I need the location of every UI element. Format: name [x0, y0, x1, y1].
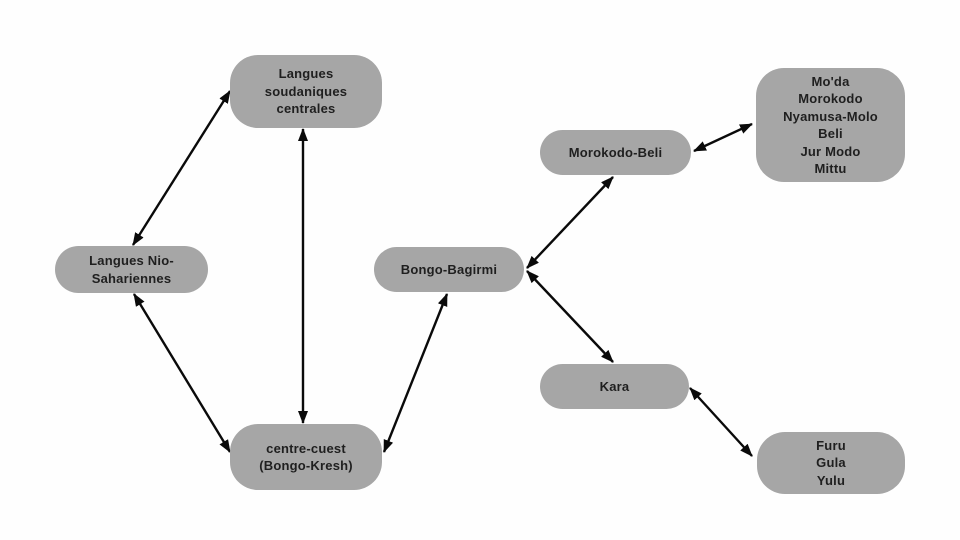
node-centre-cuest-bongo-kresh: centre-cuest (Bongo-Kresh)	[230, 424, 382, 490]
node-langues-nio-sahariennes: Langues Nio- Sahariennes	[55, 246, 208, 293]
node-label-line: Mittu	[814, 161, 847, 176]
edge-nio-sahariennes--soudaniques-centrales	[131, 90, 232, 246]
edge-centre-cuest--bongo-bagirmi	[382, 293, 449, 453]
node-label-line: Langues Nio-	[89, 253, 174, 268]
node-label-line: Gula	[816, 455, 846, 471]
node-label-line: Furu	[816, 437, 846, 453]
edge-nio-sahariennes--centre-cuest	[132, 293, 232, 453]
node-label-line: Nyamusa-Molo	[783, 108, 878, 124]
node-bongo-bagirmi: Bongo-Bagirmi	[374, 247, 524, 292]
node-label-line: Yulu	[816, 472, 846, 488]
edge-kara--furu-group	[689, 387, 753, 457]
node-label-line: Sahariennes	[91, 270, 172, 286]
edge-bongo-bagirmi--kara	[526, 270, 614, 363]
edge-morokodo-beli--moda-group	[693, 122, 753, 153]
node-label-line: Bongo-Bagirmi	[400, 261, 498, 277]
node-label-line: Mo'da	[811, 73, 850, 89]
edge-bongo-bagirmi--morokodo-beli	[526, 176, 614, 269]
node-label-line: soudaniques	[264, 83, 348, 99]
node-label-line: Kara	[599, 378, 630, 394]
node-label-line: Beli	[818, 126, 843, 141]
node-label-line: Morokodo-Beli	[568, 144, 663, 160]
node-morokodo-beli: Morokodo-Beli	[540, 130, 691, 175]
node-kara: Kara	[540, 364, 689, 409]
node-label-line: Langues	[278, 66, 334, 82]
node-label-line: (Bongo-Kresh)	[259, 458, 353, 473]
node-label-line: centrales	[276, 101, 336, 117]
node-label-line: Morokodo	[798, 91, 863, 106]
node-label-line: centre-cuest	[266, 440, 346, 456]
node-label-line: Jur Modo	[800, 143, 861, 159]
